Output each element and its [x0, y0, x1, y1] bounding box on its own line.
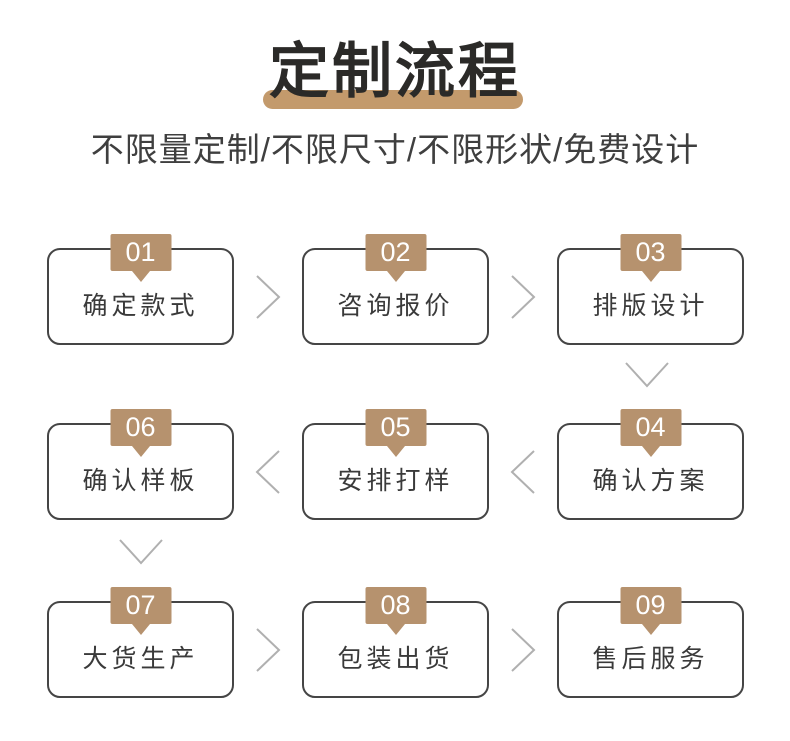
step-number-badge: 08	[365, 587, 426, 624]
step-number-badge: 02	[365, 234, 426, 271]
badge-tail	[641, 446, 660, 457]
step-card-01: 01 确定款式	[47, 234, 234, 345]
step-label: 排版设计	[592, 291, 709, 320]
badge-tail	[641, 271, 660, 282]
badge-tail	[386, 271, 405, 282]
step-number-badge: 04	[620, 409, 681, 446]
chevron-left-icon	[234, 449, 302, 495]
step-label: 大货生产	[82, 644, 199, 673]
step-label: 确定款式	[82, 291, 199, 320]
step-label: 确认样板	[82, 466, 199, 495]
step-card-05: 05 安排打样	[302, 409, 489, 520]
step-card-04: 04 确认方案	[557, 409, 744, 520]
step-card-03: 03 排版设计	[557, 234, 744, 345]
step-card-06: 06 确认样板	[47, 409, 234, 520]
flow-row-1: 01 确定款式 02 咨询报价 03 排版设计	[47, 234, 744, 345]
step-number-badge: 05	[365, 409, 426, 446]
chevron-down-icon	[119, 539, 163, 565]
step-number-badge: 06	[110, 409, 171, 446]
step-number-badge: 09	[620, 587, 681, 624]
header: 定制流程	[0, 36, 790, 109]
badge-tail	[386, 446, 405, 457]
page-title-text: 定制流程	[269, 38, 521, 105]
step-card-07: 07 大货生产	[47, 587, 234, 698]
step-label: 咨询报价	[337, 291, 454, 320]
step-card-08: 08 包装出货	[302, 587, 489, 698]
step-label: 确认方案	[592, 466, 709, 495]
chevron-right-icon	[489, 274, 557, 320]
chevron-left-icon	[489, 449, 557, 495]
flow-row-3: 07 大货生产 08 包装出货 09 售后服务	[47, 587, 744, 698]
badge-tail	[131, 624, 150, 635]
flow-row-2: 06 确认样板 05 安排打样 04 确认方案	[47, 409, 744, 520]
step-number-badge: 07	[110, 587, 171, 624]
chevron-right-icon	[234, 627, 302, 673]
step-card-09: 09 售后服务	[557, 587, 744, 698]
badge-tail	[641, 624, 660, 635]
step-label: 售后服务	[592, 644, 709, 673]
step-number-badge: 03	[620, 234, 681, 271]
step-card-02: 02 咨询报价	[302, 234, 489, 345]
chevron-right-icon	[489, 627, 557, 673]
page-title: 定制流程	[263, 36, 523, 109]
page-subtitle: 不限量定制/不限尺寸/不限形状/免费设计	[90, 131, 700, 168]
step-label: 安排打样	[337, 466, 454, 495]
chevron-right-icon	[234, 274, 302, 320]
badge-tail	[131, 271, 150, 282]
badge-tail	[386, 624, 405, 635]
step-label: 包装出货	[337, 644, 454, 673]
title-underline-bar	[263, 90, 523, 109]
badge-tail	[131, 446, 150, 457]
chevron-down-icon	[625, 362, 669, 388]
step-number-badge: 01	[110, 234, 171, 271]
